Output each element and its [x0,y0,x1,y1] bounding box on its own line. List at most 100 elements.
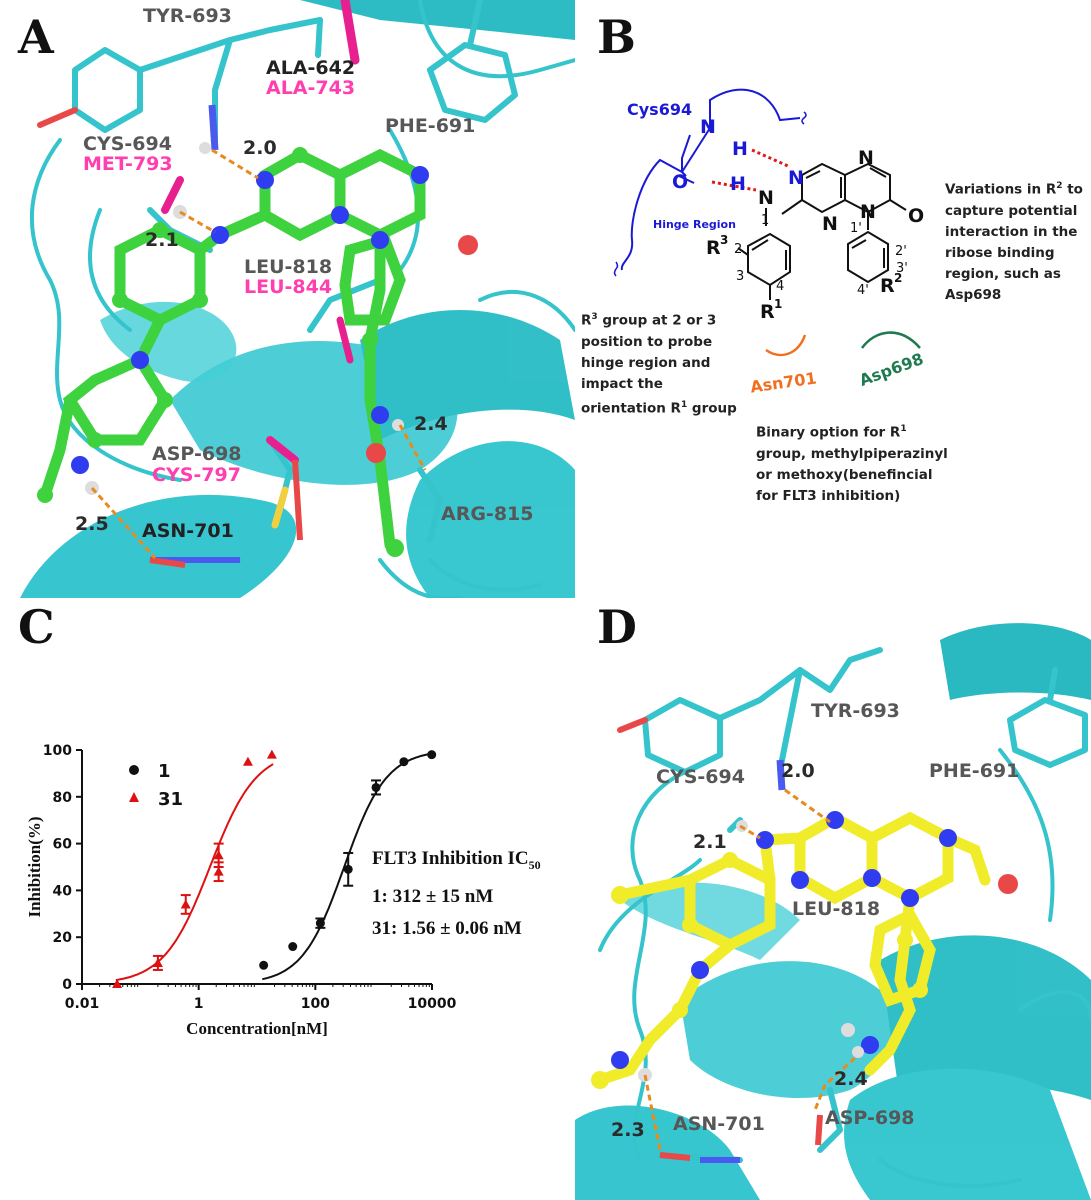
residue-cys797: CYS-797 [152,464,241,486]
distance-label: 2.0 [243,137,277,159]
data-point-1 [427,750,437,760]
distance-label: 2.4 [834,1068,868,1090]
data-point-1 [259,960,269,970]
residue-asn701: ASN-701 [673,1113,765,1135]
svg-text:4: 4 [776,279,784,294]
panel-a-letter: A [18,10,54,64]
y-tick-label: 20 [53,930,73,946]
panel-d-structure [575,623,1091,1200]
x-tick-label: 0.01 [65,996,100,1012]
x-tick-label: 100 [301,996,330,1012]
distance-label: 2.5 [75,513,109,535]
data-point-31 [266,749,277,759]
svg-text:2': 2' [895,244,907,259]
y-tick-label: 40 [53,883,73,899]
data-point-31 [242,756,253,766]
note-r1: Binary option for R1 group, methylpipera… [756,424,948,504]
hinge-region-label: Hinge Region [653,218,736,231]
data-point-31 [180,899,191,909]
svg-text:2: 2 [734,242,742,257]
residue-asp698: ASP-698 [825,1107,915,1129]
y-tick-label: 60 [53,837,73,853]
y-axis-label: Inhibition(%) [25,816,44,917]
data-point-1 [315,918,325,928]
svg-text:N: N [860,201,876,223]
x-tick-label: 10000 [408,996,457,1012]
x-tick-label: 1 [194,996,204,1012]
data-point-1 [288,942,298,952]
residue-cys694: CYS-694 [83,133,172,155]
residue-leu818: LEU-818 [792,898,881,920]
ic50-compound-31: 31: 1.56 ± 0.06 nM [372,917,522,939]
svg-text:N: N [758,187,774,209]
svg-text:1: 1 [761,213,769,228]
x-axis-label: Concentration[nM] [186,1019,328,1038]
ic50-subscript: 50 [528,857,541,872]
note-r3: R3 group at 2 or 3 position to probe hin… [581,312,737,416]
svg-text:R: R [706,237,721,259]
data-point-1 [399,757,409,767]
svg-text:H: H [730,173,746,195]
panel-d-letter: D [597,600,637,654]
svg-text:3: 3 [736,269,744,284]
residue-leu844: LEU-844 [244,276,333,298]
residue-phe691: PHE-691 [929,760,1020,782]
data-point-31 [152,957,163,967]
panel-b-letter: B [597,10,636,64]
ic50-compound-1: 1: 312 ± 15 nM [372,885,494,907]
svg-text:4': 4' [857,283,869,298]
svg-text:O: O [672,171,688,193]
chart-legend: 131 [129,761,183,810]
residue-met793: MET-793 [83,153,173,175]
legend-marker-31 [129,792,139,802]
panel-b: N N N N O N N H O H 1 2 3 4 1' 2' 3' 4' … [575,0,1091,598]
residue-asn701: ASN-701 [142,520,234,542]
distance-label: 2.0 [781,760,815,782]
residue-cys694: CYS-694 [656,766,745,788]
cys694-label: Cys694 [627,100,693,119]
panel-d: D TYR-693 CYS-694 PHE-691 LEU-818 ASN-70… [575,598,1091,1200]
data-point-31 [112,979,123,988]
svg-text:1': 1' [850,221,862,236]
residue-tyr693: TYR-693 [811,700,900,722]
chart-points [112,749,437,988]
svg-text:N: N [858,147,874,169]
legend-label-1: 1 [158,761,171,782]
note-r2: Variations in R2 to capture potential in… [945,181,1083,303]
protein-helices [20,0,575,598]
residue-arg815: ARG-815 [441,503,534,525]
svg-text:O: O [908,205,924,227]
y-tick-label: 0 [62,977,72,993]
data-point-31 [213,866,224,876]
residue-ala743: ALA-743 [266,77,356,99]
y-tick-label: 80 [53,790,73,806]
distance-label: 2.4 [414,413,448,435]
ic50-title: FLT3 Inhibition IC [372,848,529,869]
panel-a-structure [20,0,575,598]
fit-curve-31 [115,763,274,982]
svg-text:H: H [732,138,748,160]
panel-c-letter: C [18,600,55,654]
svg-text:3: 3 [720,233,728,247]
data-point-31 [213,850,224,860]
panel-b-scheme: N N N N O N N H O H 1 2 3 4 1' 2' 3' 4' … [613,88,924,357]
svg-text:N: N [822,213,838,235]
svg-text:3': 3' [896,261,908,276]
distance-label: 2.3 [611,1119,645,1141]
atom-n: N [788,167,804,189]
residue-asp698: ASP-698 [152,443,242,465]
distance-label: 2.1 [693,831,727,853]
svg-text:R: R [760,301,775,323]
data-point-1 [343,864,353,874]
panel-a: A TYR-693 ALA-642 ALA-743 PHE-691 CYS-69… [0,0,575,598]
svg-text:N: N [700,116,716,138]
distance-label: 2.1 [145,229,179,251]
legend-marker-1 [129,765,139,775]
ic50-annotation: FLT3 Inhibition IC50 1: 312 ± 15 nM 31: … [372,843,541,945]
svg-text:1: 1 [774,297,782,311]
residue-leu818: LEU-818 [244,256,333,278]
residue-ala642: ALA-642 [266,57,356,79]
